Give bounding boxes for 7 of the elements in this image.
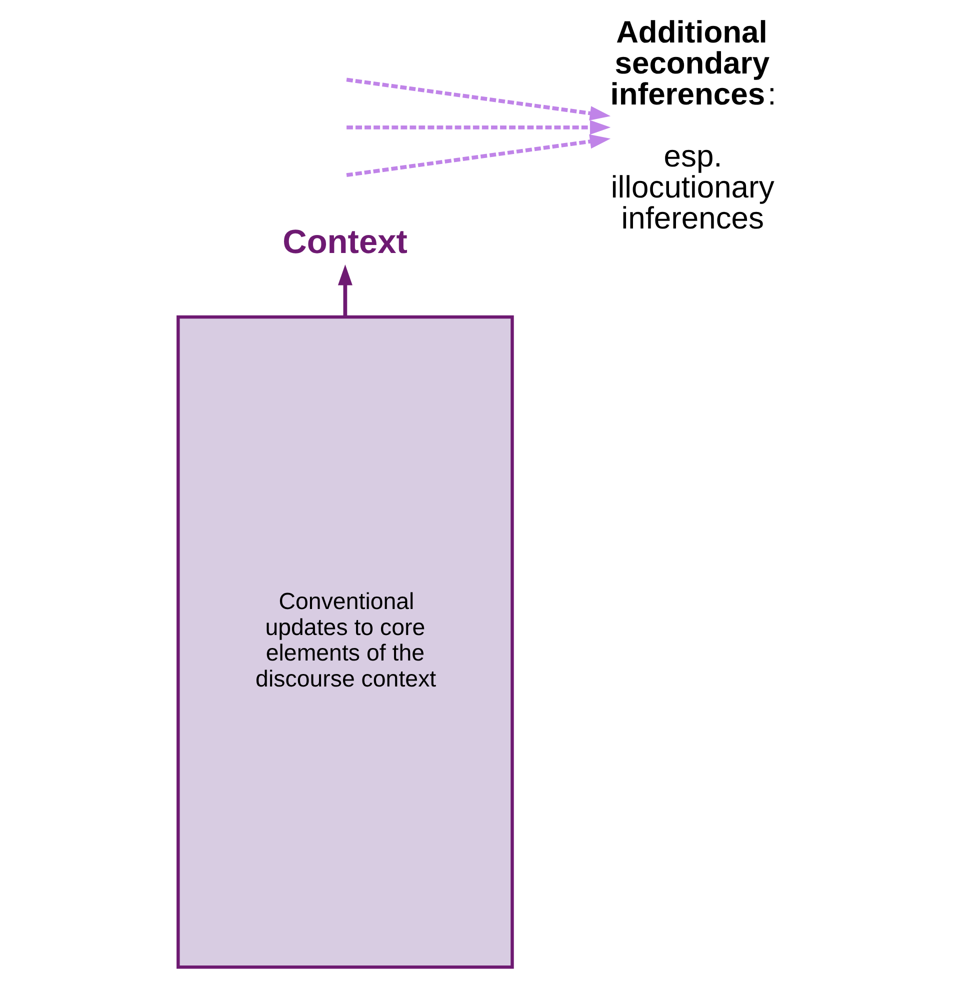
node-text: Additional secondary inferences: esp. illocutionary inferences (610, 14, 776, 236)
node-text: Context (282, 224, 407, 261)
arrow (346, 78, 610, 120)
node-box: Conventional updates to core elements of the discourse context (176, 315, 514, 969)
arrow (346, 120, 610, 135)
arrow (337, 264, 352, 317)
arrow (346, 134, 610, 178)
